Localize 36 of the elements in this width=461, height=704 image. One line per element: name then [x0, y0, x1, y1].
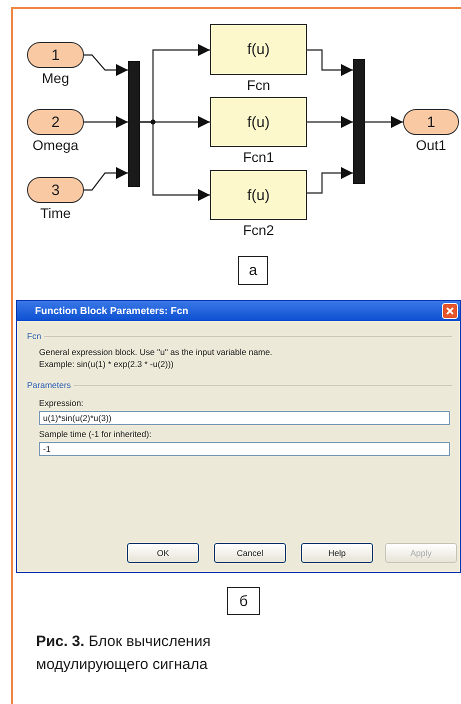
field-label: Expression: — [39, 398, 84, 408]
panel-letter: б — [227, 587, 260, 615]
signal-arrow — [84, 116, 128, 128]
dialog-title: Function Block Parameters: Fcn — [35, 306, 188, 316]
field-label: Sample time (-1 for inherited): — [39, 429, 152, 439]
example-text: Example: sin(u(1) * exp(2.3 * -u(2))) — [39, 359, 174, 369]
port-label: Omega — [32, 137, 78, 153]
signal-arrow — [307, 167, 353, 194]
block-label: Fcn — [246, 77, 270, 93]
function-block: f(u) — [210, 24, 307, 75]
help-button: Help — [301, 543, 373, 563]
port-label: Out1 — [416, 137, 446, 153]
signal-arrow — [307, 116, 353, 128]
mux-bar — [353, 59, 365, 184]
group-title: Fcn — [27, 331, 44, 341]
description-text: General expression block. Use "u" as the input variable name. — [39, 347, 272, 357]
signal-arrow — [140, 121, 210, 201]
signal-arrow — [365, 116, 403, 128]
panel-letter: а — [238, 256, 268, 285]
signal-arrow — [84, 54, 128, 76]
figure-caption: Рис. 3. Блок вычисления модулирующего сигнала — [36, 632, 212, 675]
group-title: Parameters — [27, 380, 74, 390]
cancel-button: Cancel — [214, 543, 286, 563]
input-field: u(1)*sin(u(2)*u(3)) — [39, 411, 450, 425]
mux-bar — [128, 61, 140, 187]
function-block: f(u) — [210, 97, 307, 147]
block-label: Fcn1 — [242, 149, 274, 165]
port-label: Time — [40, 205, 71, 221]
input-field: -1 — [39, 442, 450, 456]
port-label: Meg — [42, 70, 70, 86]
ok-button: OK — [127, 543, 199, 563]
function-block: f(u) — [210, 170, 307, 220]
signal-arrow — [84, 167, 128, 191]
apply-button: Apply — [385, 543, 457, 563]
block-label: Fcn2 — [242, 222, 274, 238]
signal-arrow — [307, 49, 353, 76]
